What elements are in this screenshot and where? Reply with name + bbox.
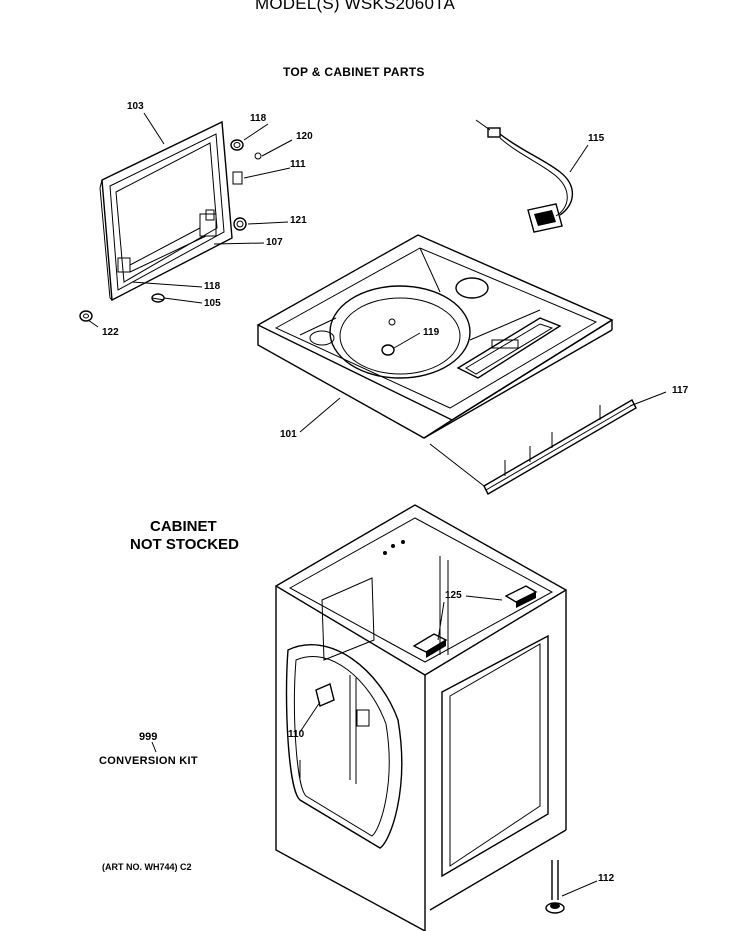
callout-118-bottom: 118 — [204, 281, 221, 292]
callout-115: 115 — [588, 133, 605, 144]
callout-118-top: 118 — [250, 113, 267, 124]
callout-117: 117 — [672, 385, 689, 396]
conversion-kit-label: CONVERSION KIT — [99, 755, 198, 767]
callout-107: 107 — [266, 237, 283, 248]
callout-111: 111 — [290, 159, 306, 170]
conversion-kit-number: 999 — [139, 731, 158, 743]
lid-small-parts-drawing — [79, 139, 262, 322]
callout-110: 110 — [288, 729, 305, 740]
top-cover-drawing — [256, 234, 614, 439]
callout-125: 125 — [445, 590, 462, 601]
callout-101: 101 — [280, 429, 297, 440]
cabinet-note-line1: CABINET — [150, 518, 217, 535]
section-title: TOP & CABINET PARTS — [283, 65, 425, 79]
callout-121: 121 — [290, 215, 307, 226]
art-number: (ART NO. WH744) C2 — [102, 862, 192, 872]
lid-assembly-drawing — [99, 120, 233, 302]
callout-112: 112 — [598, 873, 615, 884]
callout-103: 103 — [127, 101, 144, 112]
callout-120: 120 — [296, 131, 313, 142]
callout-105: 105 — [204, 298, 221, 309]
lid-switch-harness-drawing — [475, 119, 574, 233]
cabinet-note-line2: NOT STOCKED — [130, 536, 239, 553]
callout-122: 122 — [102, 327, 119, 338]
model-heading: MODEL(S) WSKS2060TA — [255, 0, 455, 13]
leader-lines — [87, 112, 667, 897]
callout-119: 119 — [423, 327, 440, 338]
top-rail-drawing — [429, 399, 637, 495]
cabinet-drawing — [274, 504, 568, 931]
